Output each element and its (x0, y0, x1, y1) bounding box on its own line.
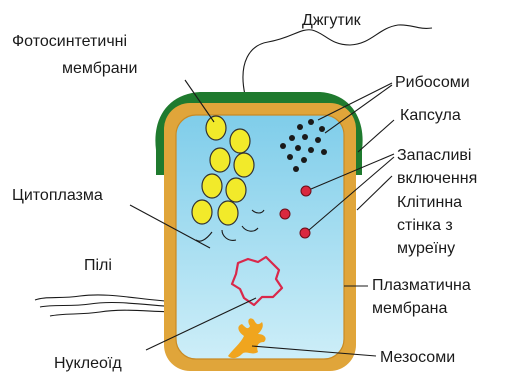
label-cell-wall-line2: стінка з (397, 217, 453, 234)
label-photosynthetic-membranes-line2: мембрани (62, 60, 137, 77)
thylakoid (210, 148, 230, 172)
label-mesosomes: Мезосоми (380, 349, 455, 366)
thylakoid (202, 174, 222, 198)
label-storage-line1: Запасливі (397, 147, 471, 164)
leader-capsule (358, 120, 394, 152)
ribosome (287, 154, 293, 160)
label-capsule: Капсула (400, 107, 461, 124)
storage-granule (301, 186, 311, 196)
label-plasma-membrane-line2: мембрана (372, 300, 448, 317)
ribosome (308, 147, 314, 153)
thylakoid (230, 129, 250, 153)
label-storage-line2: включення (397, 170, 477, 187)
thylakoid (226, 178, 246, 202)
cytoplasm (176, 115, 344, 359)
ribosome (295, 145, 301, 151)
thylakoid (192, 200, 212, 224)
ribosome (302, 134, 308, 140)
ribosome (293, 166, 299, 172)
label-cytoplasm: Цитоплазма (12, 187, 103, 204)
label-pili: Пілі (84, 257, 112, 274)
ribosome (289, 135, 295, 141)
pili (35, 295, 178, 316)
ribosome (315, 137, 321, 143)
label-ribosomes: Рибосоми (395, 74, 470, 91)
label-nucleoid: Нуклеоїд (54, 355, 122, 372)
leader-cell-wall (357, 176, 392, 210)
storage-granule (300, 228, 310, 238)
ribosome (319, 126, 325, 132)
label-cell-wall-line1: Клітинна (397, 194, 462, 211)
ribosome (280, 143, 286, 149)
thylakoid (218, 201, 238, 225)
label-plasma-membrane-line1: Плазматична (372, 277, 471, 294)
label-photosynthetic-membranes-line1: Фотосинтетичні (12, 33, 127, 50)
label-cell-wall-line3: муреїну (397, 240, 455, 257)
ribosome (301, 157, 307, 163)
ribosome (308, 119, 314, 125)
thylakoid (206, 116, 226, 140)
ribosome (321, 149, 327, 155)
label-flagellum: Джгутик (302, 12, 362, 29)
storage-granule (280, 209, 290, 219)
ribosome (297, 124, 303, 130)
thylakoid (234, 153, 254, 177)
